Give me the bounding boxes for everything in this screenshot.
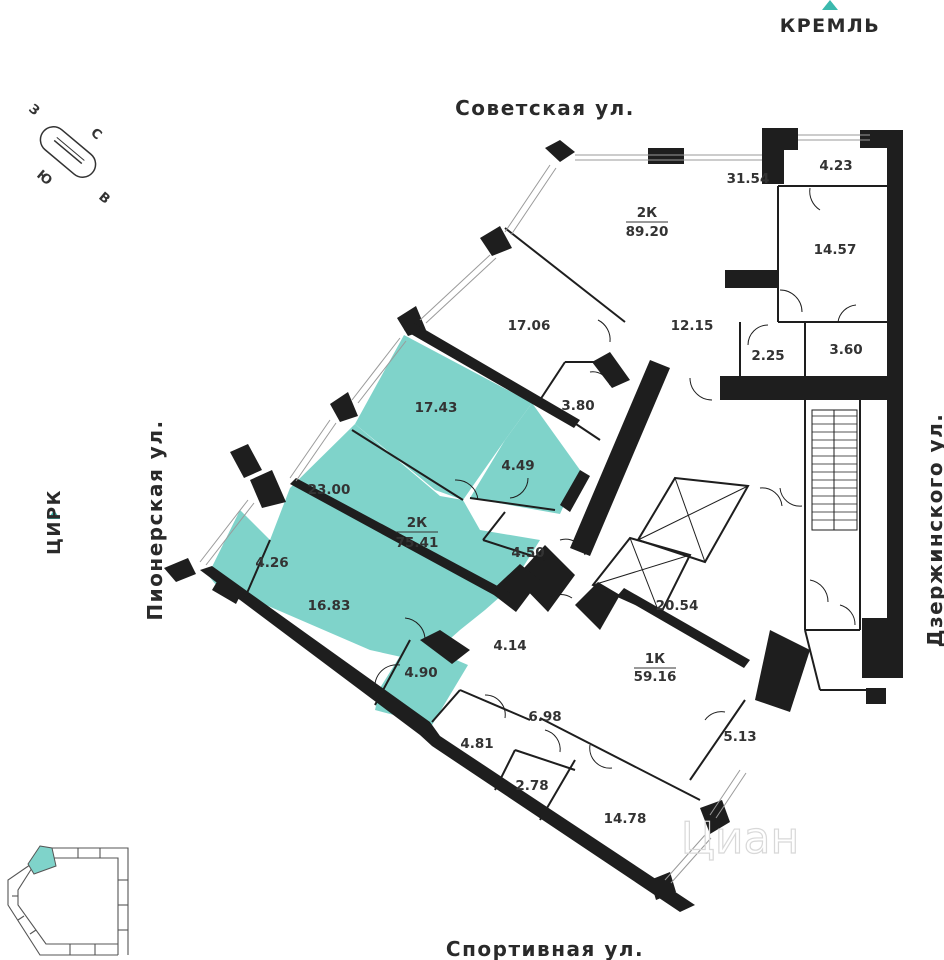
compass-north: С	[87, 126, 104, 144]
room-area: 2.25	[751, 348, 784, 364]
apartment-label: 1К 59.16	[634, 651, 677, 685]
apartment-label: 2К 75.41	[396, 515, 439, 551]
teal-room-main	[245, 424, 540, 660]
apartment-type: 2К	[637, 205, 657, 221]
room-area: 16.83	[308, 598, 351, 614]
room-area: 17.43	[415, 400, 458, 416]
windows	[199, 134, 870, 884]
apartment-label: 2К 89.20	[626, 205, 669, 240]
room-area: 4.50	[511, 545, 544, 561]
room-area: 4.49	[501, 458, 534, 474]
room-areas: 31.54 4.23 14.57 17.06 12.15 2.25 3.60 3…	[255, 158, 862, 827]
staircase-icon	[811, 409, 858, 531]
elevator-icon	[591, 536, 692, 617]
room-area: 4.23	[819, 158, 852, 174]
room-area: 2.78	[515, 778, 548, 794]
kremlin-marker-icon	[822, 0, 838, 10]
street-right: Дзержинского ул.	[923, 413, 944, 648]
elevator-icon	[636, 476, 750, 564]
room-area: 3.60	[829, 342, 862, 358]
room-area: 14.57	[814, 242, 857, 258]
room-area: 14.78	[604, 811, 647, 827]
kremlin-label: КРЕМЛЬ	[780, 15, 881, 37]
kremlin-landmark: КРЕМЛЬ	[780, 0, 881, 37]
room-area: 20.54	[656, 598, 699, 614]
apartment-type: 1К	[645, 651, 665, 667]
doors	[374, 187, 857, 769]
room-area: 4.26	[255, 555, 288, 571]
compass-icon	[39, 126, 97, 178]
watermark: Циан	[681, 813, 800, 864]
circus-marker-icon	[48, 510, 60, 519]
room-area: 4.14	[493, 638, 526, 654]
street-bottom: Спортивная ул.	[446, 937, 644, 960]
compass-south: Ю	[33, 168, 54, 189]
apartment-area: 89.20	[626, 224, 669, 240]
street-left: Пионерская ул.	[143, 419, 167, 620]
circus-landmark: ЦИРК	[44, 489, 65, 555]
circus-label: ЦИРК	[44, 489, 65, 555]
street-top: Советская ул.	[455, 96, 635, 120]
apartment-type: 2К	[407, 515, 427, 531]
teal-room-4-49	[470, 403, 580, 514]
key-plan-icon	[7, 845, 129, 956]
room-area: 4.90	[404, 665, 437, 681]
room-area: 4.81	[460, 736, 493, 752]
room-area: 12.15	[671, 318, 714, 334]
room-area: 17.06	[508, 318, 551, 334]
compass-east: В	[95, 190, 112, 208]
apartment-area: 59.16	[634, 669, 677, 685]
apartment-area: 75.41	[396, 535, 439, 551]
walls	[164, 128, 903, 912]
partitions	[243, 185, 890, 821]
room-area: 5.13	[723, 729, 756, 745]
compass-west: З	[25, 102, 42, 119]
key-plan-highlight	[27, 845, 57, 875]
room-area: 23.00	[308, 482, 351, 498]
room-area: 6.98	[528, 709, 561, 725]
room-area: 31.54	[727, 171, 770, 187]
room-area: 3.80	[561, 398, 594, 414]
